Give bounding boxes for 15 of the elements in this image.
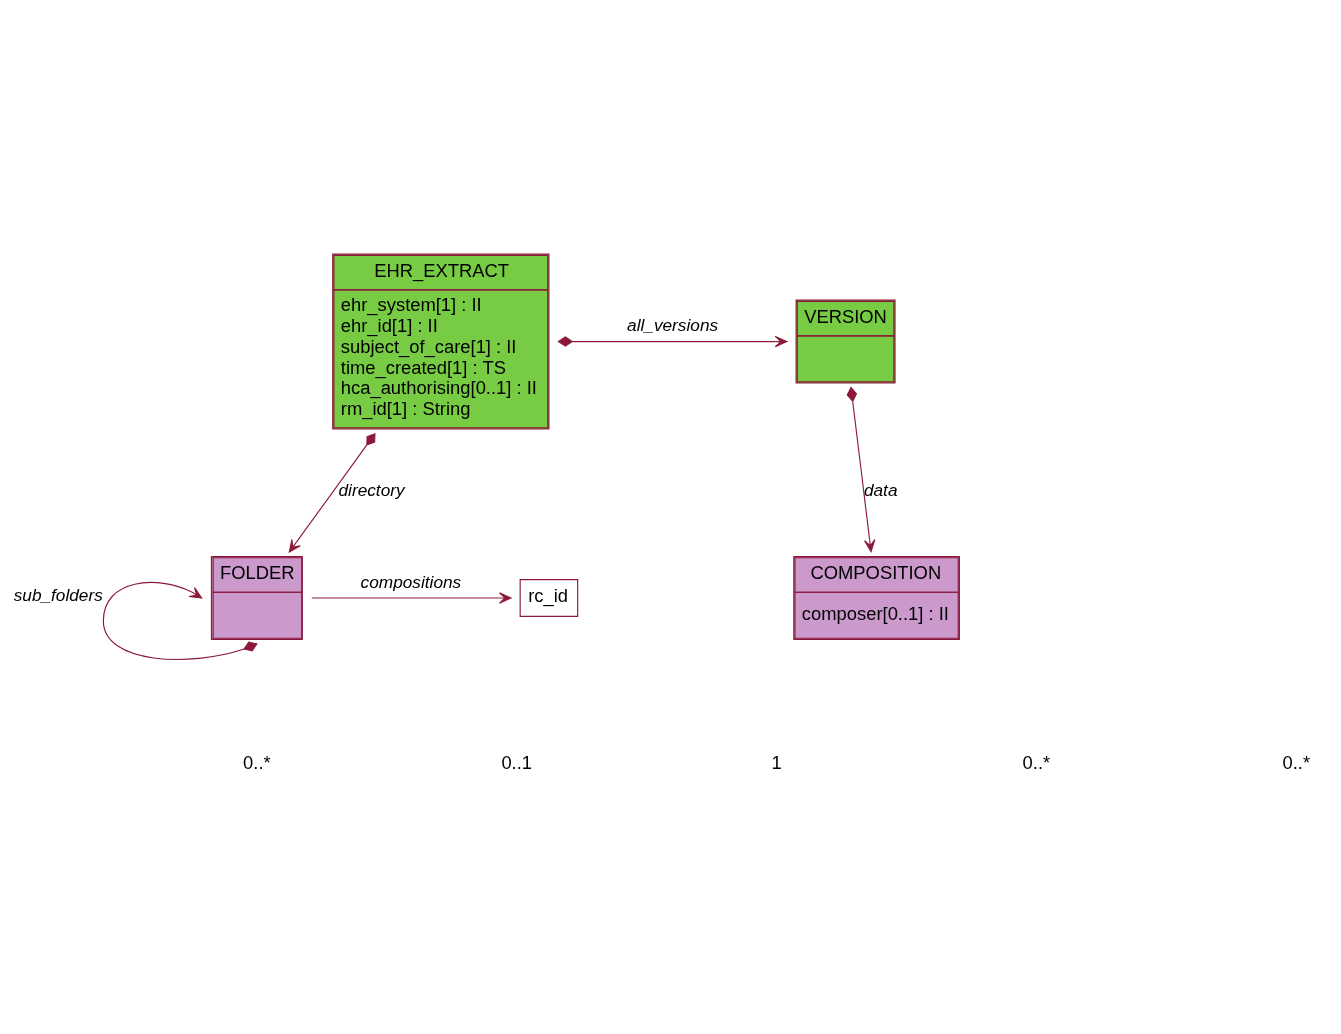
label: 0..* (1282, 751, 1311, 773)
edge-label: compositions (360, 571, 462, 592)
label: 0..1 (501, 751, 533, 773)
arrow (846, 386, 876, 552)
edge-label: all_versions (627, 314, 719, 335)
label: 0..* (1022, 751, 1051, 773)
edge-label: sub_folders (13, 584, 103, 605)
arrow (311, 591, 512, 604)
label: 0..* (243, 751, 271, 773)
arrow (557, 335, 788, 347)
label: 1 (771, 751, 782, 773)
arrow (102, 581, 258, 660)
arrow (288, 432, 376, 553)
edge-label: data (863, 479, 898, 500)
edge-label: directory (338, 479, 405, 500)
